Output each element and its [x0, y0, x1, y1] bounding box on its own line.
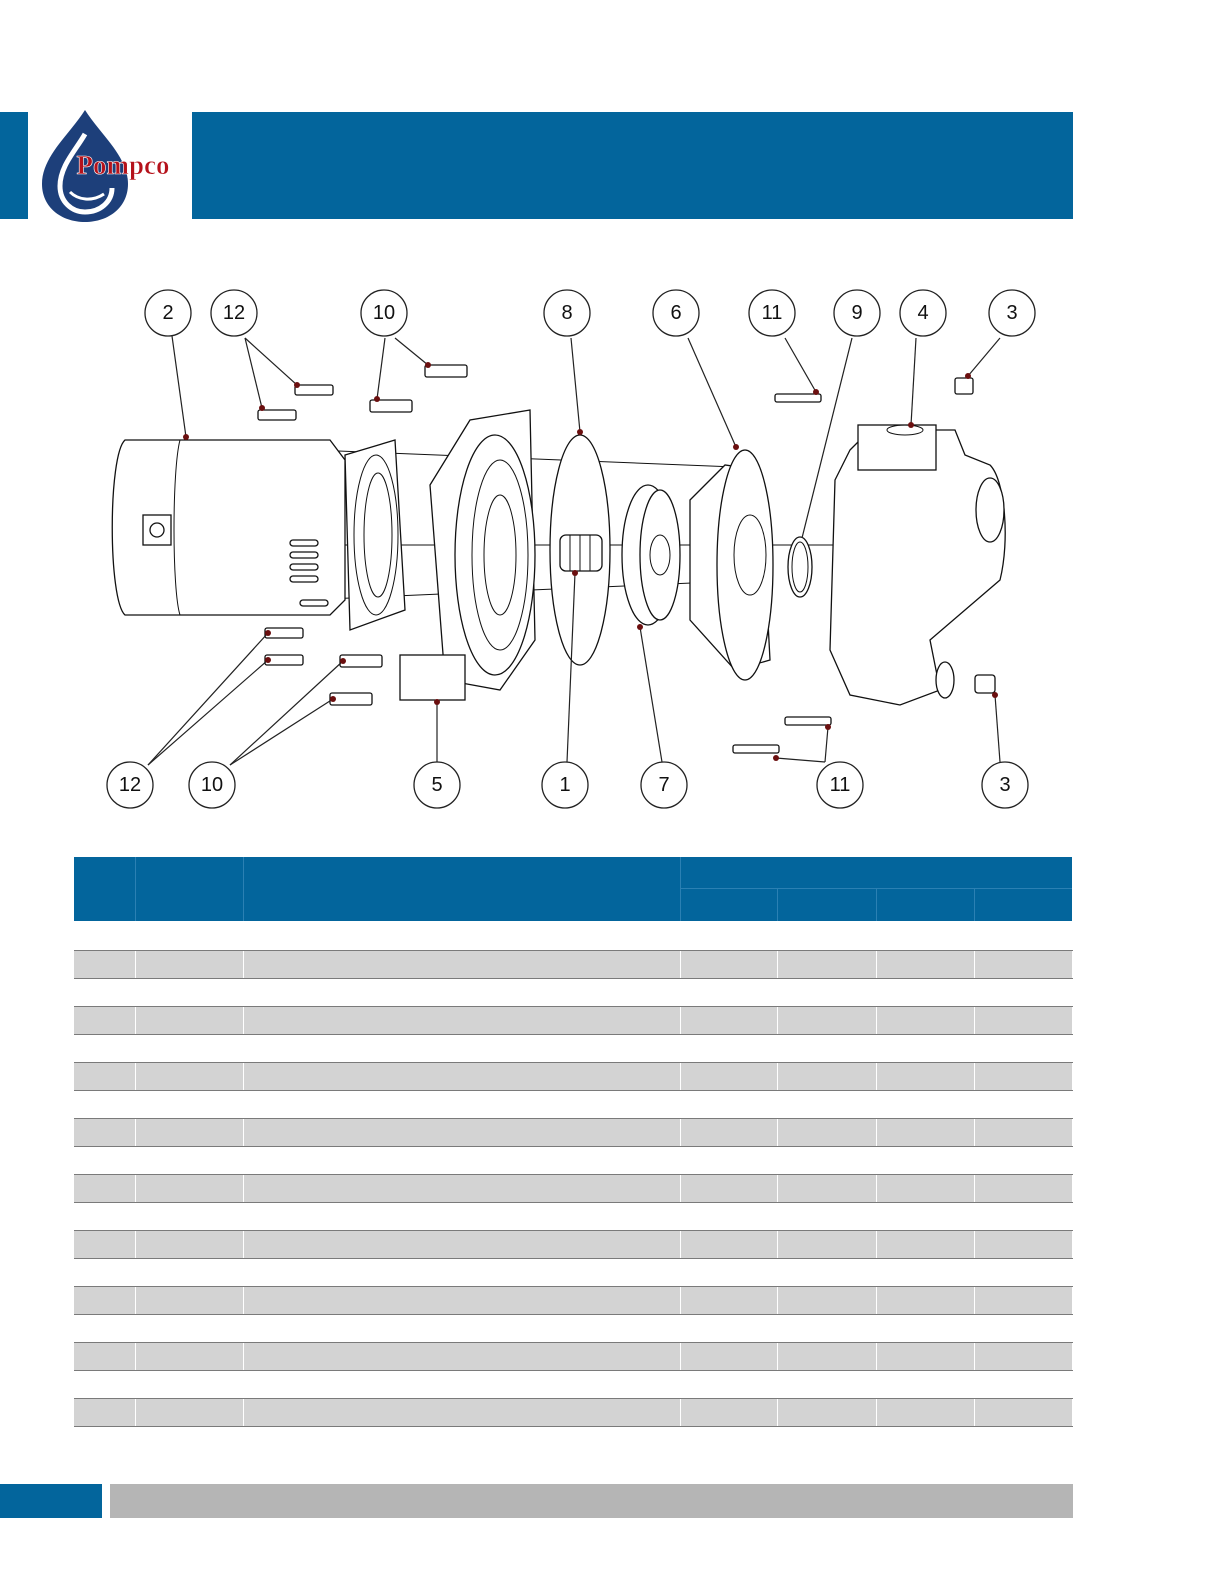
header-cell — [680, 888, 778, 921]
callout-bottom-6: 11 — [816, 761, 864, 809]
svg-text:2: 2 — [162, 302, 173, 324]
header-cell — [777, 888, 877, 921]
svg-text:1: 1 — [559, 774, 570, 796]
svg-text:12: 12 — [119, 774, 141, 796]
table-header-row — [74, 857, 1072, 921]
table-row — [74, 1314, 1073, 1343]
svg-text:12: 12 — [223, 302, 245, 324]
table-row — [74, 978, 1073, 1007]
callout-top-4: 8 — [543, 289, 591, 337]
footer-blue-bar — [0, 1484, 102, 1518]
leader-lines — [147, 335, 1001, 766]
callout-top-3: 10 — [360, 289, 408, 337]
header-title-bar — [192, 112, 1073, 219]
motor-part — [111, 439, 346, 616]
svg-text:3: 3 — [999, 774, 1010, 796]
table-row — [74, 1286, 1073, 1315]
table-row — [74, 1174, 1073, 1203]
callout-top-2: 12 — [210, 289, 258, 337]
table-row — [74, 1090, 1073, 1119]
header-left-bar — [0, 112, 28, 219]
exploded-pump-diagram: 2 12 10 8 6 11 9 4 3 12 10 5 1 7 11 3 — [106, 289, 1036, 809]
callout-bottom-5: 7 — [640, 761, 688, 809]
diffuser-part — [689, 449, 774, 681]
pompco-logo: Pompco — [42, 110, 170, 222]
header-cell — [974, 888, 1072, 921]
header-cell — [876, 888, 975, 921]
header-group-cell — [680, 857, 1072, 889]
svg-text:10: 10 — [373, 302, 395, 324]
table-row — [74, 921, 1073, 951]
table-row — [74, 1230, 1073, 1259]
svg-text:7: 7 — [658, 774, 669, 796]
bolts — [257, 364, 832, 754]
impeller-part — [621, 484, 681, 626]
adapter-plate-part — [344, 439, 406, 631]
callout-bottom-1: 12 — [106, 761, 154, 809]
callout-top-6: 11 — [748, 289, 796, 337]
seal-plate-part — [399, 409, 536, 701]
callout-top-5: 6 — [652, 289, 700, 337]
o-ring-part — [787, 536, 813, 598]
callout-top-1: 2 — [144, 289, 192, 337]
svg-text:3: 3 — [1006, 302, 1017, 324]
svg-text:4: 4 — [917, 302, 928, 324]
svg-text:11: 11 — [830, 774, 851, 796]
callout-bottom-4: 1 — [541, 761, 589, 809]
drain-plug-top — [954, 377, 974, 395]
table-row — [74, 1342, 1073, 1371]
table-row — [74, 1062, 1073, 1091]
svg-text:10: 10 — [201, 774, 223, 796]
callout-top-9: 3 — [988, 289, 1036, 337]
table-row — [74, 1258, 1073, 1287]
table-row — [74, 1398, 1073, 1427]
parts-list-table — [74, 857, 1073, 1427]
mechanical-seal-part — [559, 534, 603, 572]
table-row — [74, 1034, 1073, 1063]
callout-top-7: 9 — [833, 289, 881, 337]
header-cell — [135, 857, 244, 921]
header-cell — [74, 857, 136, 921]
logo-text: Pompco — [77, 150, 170, 180]
table-subheader-row — [74, 888, 1072, 921]
pump-housing-part — [829, 424, 1006, 706]
table-row — [74, 1370, 1073, 1399]
table-row — [74, 950, 1073, 979]
callouts-bottom: 12 10 5 1 7 11 3 — [106, 761, 1029, 809]
callout-bottom-2: 10 — [188, 761, 236, 809]
callouts-top: 2 12 10 8 6 11 9 4 3 — [144, 289, 1036, 337]
table-row — [74, 1146, 1073, 1175]
header-cell — [243, 857, 681, 921]
footer-gray-bar — [110, 1484, 1073, 1518]
svg-text:6: 6 — [670, 302, 681, 324]
svg-text:5: 5 — [431, 774, 442, 796]
svg-text:11: 11 — [762, 302, 783, 324]
motor-vents — [289, 539, 329, 607]
table-row — [74, 1202, 1073, 1231]
table-row — [74, 1118, 1073, 1147]
table-row — [74, 1006, 1073, 1035]
drain-plug-bottom — [974, 674, 996, 694]
svg-text:9: 9 — [851, 302, 862, 324]
callout-top-8: 4 — [899, 289, 947, 337]
callout-bottom-3: 5 — [413, 761, 461, 809]
callout-bottom-7: 3 — [981, 761, 1029, 809]
leader-arrowheads — [183, 362, 998, 761]
svg-text:8: 8 — [561, 302, 572, 324]
